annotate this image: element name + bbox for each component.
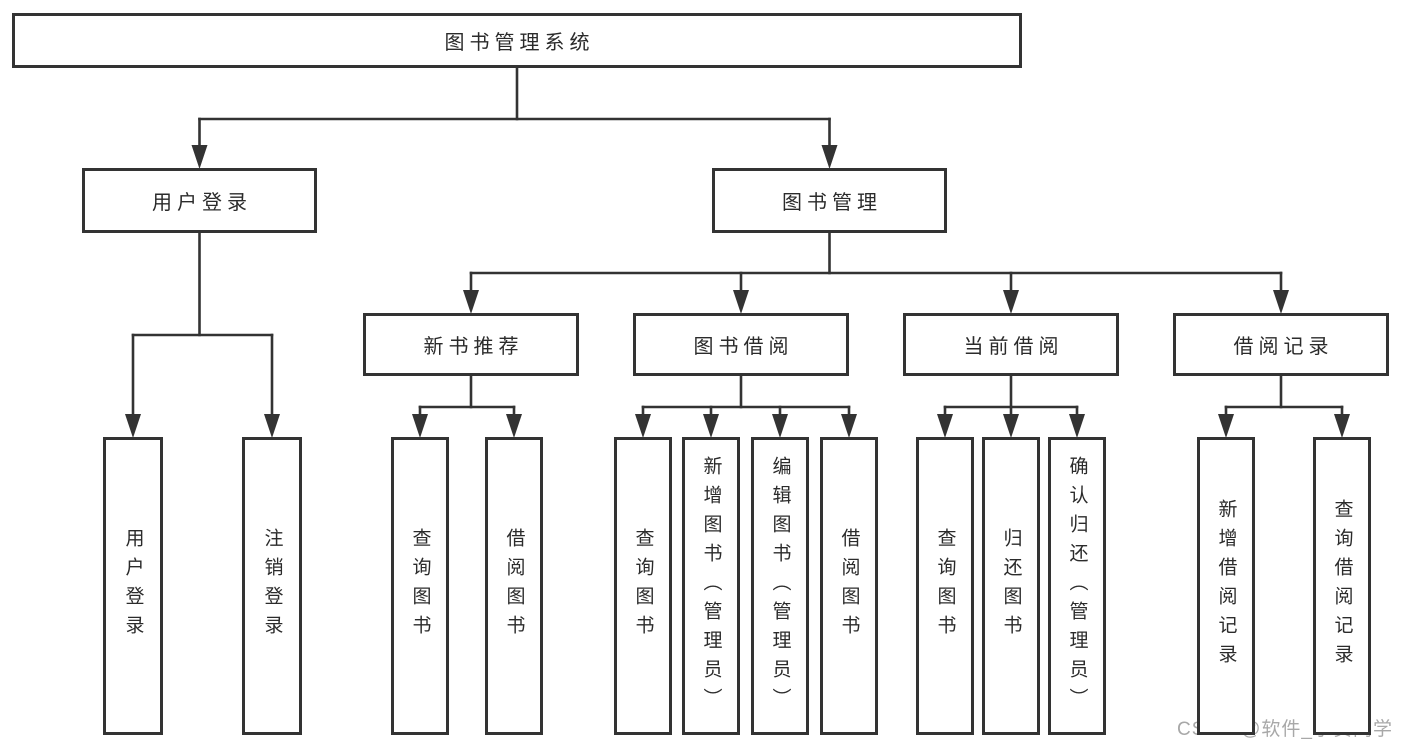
node-leaf-br-query: 查询借阅记录: [1313, 437, 1371, 735]
arrowhead-icon: [772, 414, 788, 438]
node-root: 图书管理系统: [12, 13, 1022, 68]
arrowhead-icon: [821, 145, 838, 169]
node-label-leaf-user-login: 用户登录: [122, 528, 144, 644]
node-leaf-bb-borrow: 借阅图书: [820, 437, 878, 735]
arrowhead-icon: [463, 290, 479, 314]
node-label-leaf-nb-query: 查询图书: [409, 528, 431, 644]
arrowhead-icon: [264, 414, 280, 438]
arrowhead-icon: [1273, 290, 1289, 314]
arrowhead-icon: [1069, 414, 1085, 438]
node-book-borrowing: 图书借阅: [633, 313, 849, 376]
connector-book-management: [463, 231, 1289, 314]
arrowhead-icon: [937, 414, 953, 438]
node-user-login: 用户登录: [82, 168, 317, 233]
node-label-leaf-bb-borrow: 借阅图书: [838, 528, 860, 644]
arrowhead-icon: [191, 145, 208, 169]
node-leaf-logout: 注销登录: [242, 437, 302, 735]
node-label-leaf-nb-borrow: 借阅图书: [503, 528, 525, 644]
arrowhead-icon: [703, 414, 719, 438]
node-label-leaf-cb-query: 查询图书: [934, 528, 956, 644]
arrowhead-icon: [1003, 414, 1019, 438]
node-label-new-book-recommend: 新书推荐: [423, 336, 524, 358]
connector-current-borrowing: [937, 374, 1085, 438]
node-leaf-cb-return: 归还图书: [982, 437, 1040, 735]
arrowhead-icon: [1218, 414, 1234, 438]
arrowhead-icon: [506, 414, 522, 438]
node-leaf-bb-edit: 编辑图书（管理员）: [751, 437, 809, 735]
arrowhead-icon: [412, 414, 428, 438]
node-leaf-bb-add: 新增图书（管理员）: [682, 437, 740, 735]
arrowhead-icon: [635, 414, 651, 438]
node-new-book-recommend: 新书推荐: [363, 313, 579, 376]
arrowhead-icon: [1003, 290, 1019, 314]
node-current-borrowing: 当前借阅: [903, 313, 1119, 376]
node-leaf-cb-query: 查询图书: [916, 437, 974, 735]
node-label-leaf-logout: 注销登录: [261, 528, 283, 644]
connector-user-login: [125, 231, 280, 438]
node-leaf-nb-borrow: 借阅图书: [485, 437, 543, 735]
node-label-leaf-bb-add: 新增图书（管理员）: [700, 455, 722, 717]
node-leaf-cb-confirm: 确认归还（管理员）: [1048, 437, 1106, 735]
connector-root: [191, 66, 838, 169]
arrowhead-icon: [733, 290, 749, 314]
node-label-leaf-br-query: 查询借阅记录: [1331, 499, 1353, 673]
node-leaf-user-login: 用户登录: [103, 437, 163, 735]
node-label-leaf-bb-query: 查询图书: [632, 528, 654, 644]
arrowhead-icon: [1334, 414, 1350, 438]
node-borrowing-records: 借阅记录: [1173, 313, 1389, 376]
node-label-leaf-bb-edit: 编辑图书（管理员）: [769, 455, 791, 717]
node-leaf-nb-query: 查询图书: [391, 437, 449, 735]
arrowhead-icon: [125, 414, 141, 438]
node-label-book-borrowing: 图书借阅: [693, 336, 794, 358]
node-label-leaf-cb-confirm: 确认归还（管理员）: [1066, 455, 1088, 717]
node-label-root: 图书管理系统: [444, 32, 595, 54]
connector-new-book-recommend: [412, 374, 522, 438]
connector-borrowing-records: [1218, 374, 1350, 438]
node-label-leaf-br-add: 新增借阅记录: [1215, 499, 1237, 673]
node-book-management: 图书管理: [712, 168, 947, 233]
node-leaf-bb-query: 查询图书: [614, 437, 672, 735]
node-label-leaf-cb-return: 归还图书: [1000, 528, 1022, 644]
node-label-borrowing-records: 借阅记录: [1233, 336, 1334, 358]
connector-book-borrowing: [635, 374, 857, 438]
node-leaf-br-add: 新增借阅记录: [1197, 437, 1255, 735]
node-label-user-login: 用户登录: [152, 192, 252, 214]
node-label-book-management: 图书管理: [782, 192, 882, 214]
arrowhead-icon: [841, 414, 857, 438]
node-label-current-borrowing: 当前借阅: [963, 336, 1064, 358]
